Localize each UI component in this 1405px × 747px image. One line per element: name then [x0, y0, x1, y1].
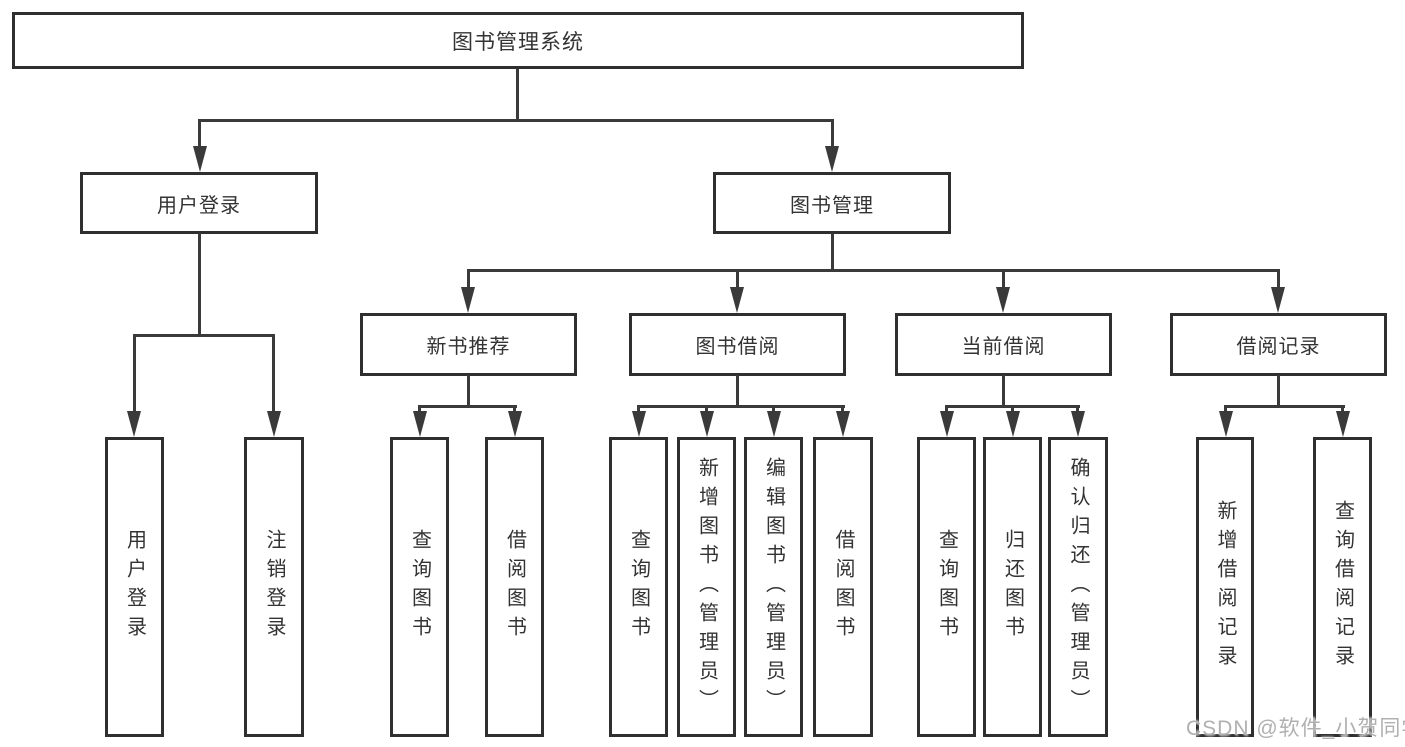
connector-line [198, 119, 201, 149]
connector-line [1002, 375, 1005, 408]
connector-line [467, 375, 470, 408]
node-user-login: 用户登录 [80, 172, 318, 234]
leaf-query-book: 查询图书 [917, 437, 976, 737]
leaf-logout: 注销登录 [244, 437, 304, 737]
connector-line [467, 269, 1280, 272]
leaf-label: 查询图书 [408, 529, 431, 645]
node-new-book-recommendation: 新书推荐 [360, 313, 577, 376]
leaf-add-book-admin: 新增图书（管理员） [677, 437, 736, 737]
arrow-down-icon [461, 287, 475, 313]
arrow-down-icon [1336, 411, 1350, 437]
arrow-down-icon [767, 411, 781, 437]
leaf-user-login: 用户登录 [105, 437, 164, 737]
leaf-edit-book-admin: 编辑图书（管理员） [744, 437, 803, 737]
node-borrowing-records: 借阅记录 [1170, 313, 1387, 376]
connector-line [467, 269, 470, 291]
node-label: 用户登录 [157, 194, 241, 217]
connector-line [1277, 375, 1280, 408]
node-book-management: 图书管理 [713, 172, 951, 234]
node-book-borrowing: 图书借阅 [629, 313, 846, 376]
connector-line [831, 233, 834, 272]
leaf-label: 借阅图书 [503, 529, 526, 645]
leaf-label: 编辑图书（管理员） [762, 456, 785, 718]
arrow-down-icon [940, 411, 954, 437]
connector-line [198, 119, 834, 122]
node-library-system: 图书管理系统 [12, 12, 1024, 69]
arrow-down-icon [1006, 411, 1020, 437]
arrow-down-icon [996, 287, 1010, 313]
arrow-down-icon [730, 287, 744, 313]
connector-line [133, 334, 136, 414]
leaf-label: 归还图书 [1001, 529, 1024, 645]
arrow-down-icon [127, 411, 141, 437]
watermark-text: CSDN @软件_小贺同学 [1186, 717, 1405, 740]
arrow-down-icon [1219, 411, 1233, 437]
leaf-add-borrow-record: 新增借阅记录 [1196, 437, 1254, 737]
connector-line [516, 69, 519, 121]
leaf-label: 新增图书（管理员） [695, 456, 718, 718]
leaf-label: 确认归还（管理员） [1067, 456, 1089, 718]
leaf-label: 用户登录 [123, 529, 146, 645]
node-label: 图书管理系统 [452, 30, 584, 54]
node-label: 图书借阅 [695, 336, 780, 358]
connector-line [831, 119, 834, 149]
leaf-label: 注销登录 [263, 529, 285, 645]
leaf-label: 借阅图书 [832, 529, 854, 645]
leaf-query-book: 查询图书 [609, 437, 668, 737]
leaf-confirm-return-admin: 确认归还（管理员） [1048, 437, 1108, 737]
connector-line [736, 375, 739, 408]
leaf-label: 查询图书 [627, 529, 650, 645]
arrow-down-icon [1071, 411, 1085, 437]
leaf-borrow-book: 借阅图书 [485, 437, 544, 737]
connector-line [1224, 405, 1345, 408]
connector-line [198, 233, 201, 336]
leaf-return-book: 归还图书 [983, 437, 1042, 737]
leaf-query-borrow-record: 查询借阅记录 [1313, 437, 1372, 737]
leaf-query-book: 查询图书 [390, 437, 449, 737]
connector-line [1277, 269, 1280, 291]
node-label: 新书推荐 [426, 336, 511, 358]
arrow-down-icon [508, 411, 522, 437]
arrow-down-icon [193, 146, 207, 172]
connector-line [1002, 269, 1005, 291]
node-label: 图书管理 [790, 194, 874, 217]
arrow-down-icon [836, 411, 850, 437]
connector-line [637, 405, 845, 408]
node-current-borrowing: 当前借阅 [895, 313, 1112, 376]
connector-line [272, 334, 275, 414]
leaf-label: 查询图书 [935, 529, 958, 645]
leaf-borrow-book: 借阅图书 [813, 437, 873, 737]
arrow-down-icon [700, 411, 714, 437]
arrow-down-icon [825, 146, 839, 172]
arrow-down-icon [413, 411, 427, 437]
connector-line [133, 334, 275, 337]
arrow-down-icon [1271, 287, 1285, 313]
connector-line [418, 405, 517, 408]
leaf-label: 查询借阅记录 [1331, 500, 1354, 674]
arrow-down-icon [267, 411, 281, 437]
connector-line [736, 269, 739, 291]
leaf-label: 新增借阅记录 [1214, 500, 1236, 674]
arrow-down-icon [632, 411, 646, 437]
node-label: 当前借阅 [961, 336, 1046, 358]
node-label: 借阅记录 [1236, 336, 1321, 358]
